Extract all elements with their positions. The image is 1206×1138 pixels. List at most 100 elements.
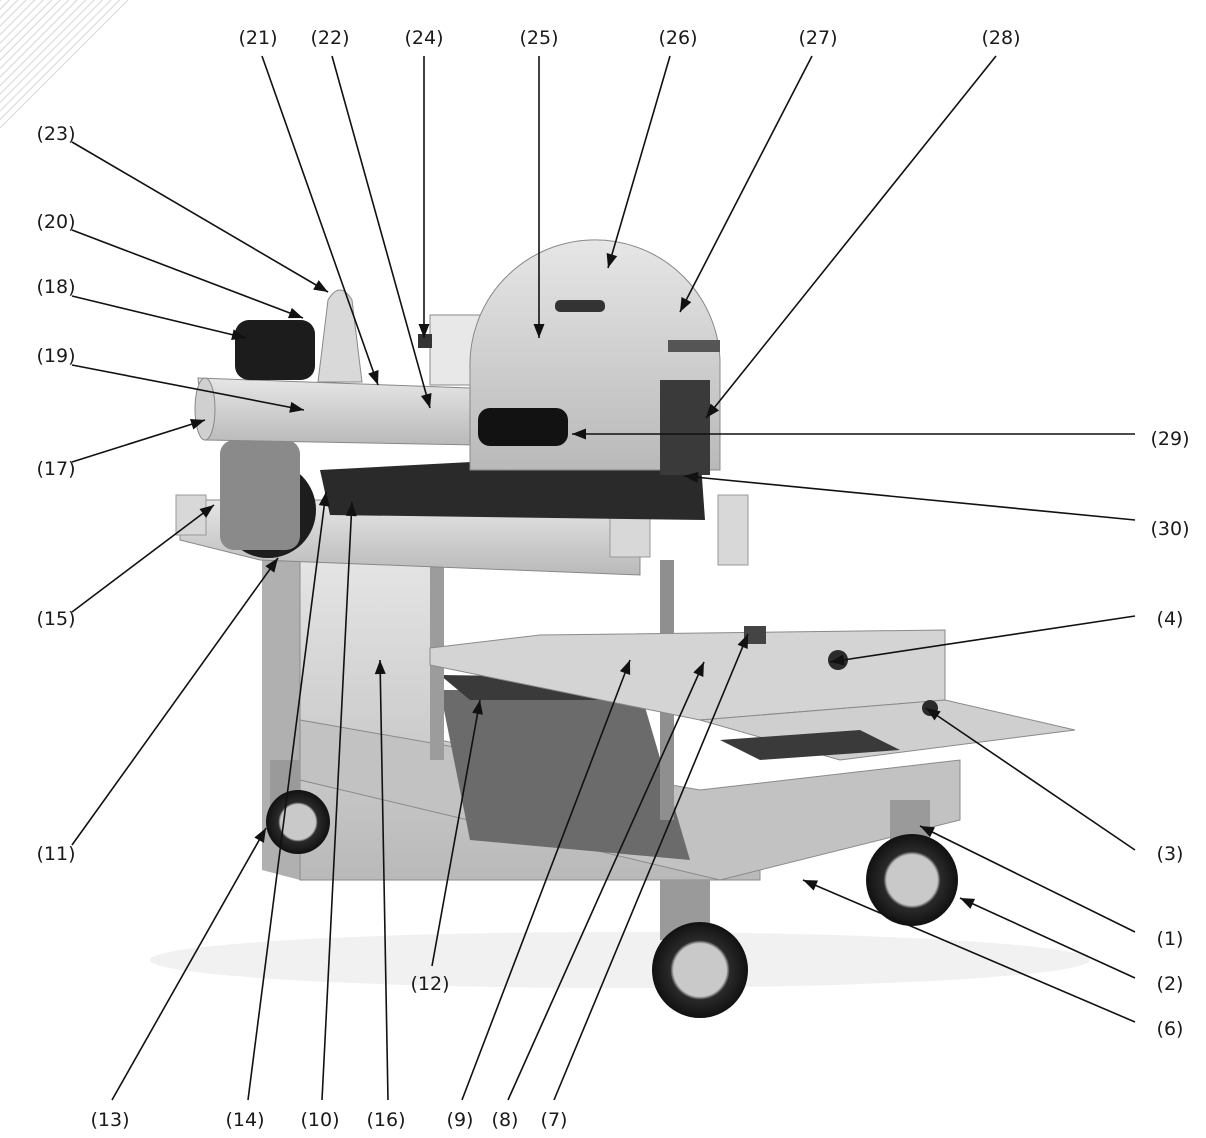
leader-line-16 xyxy=(379,659,389,1101)
leader-line-21 xyxy=(261,55,379,386)
spindle xyxy=(478,408,568,446)
leader-line-9 xyxy=(461,659,631,1101)
label-18: (18) xyxy=(36,276,75,298)
leader-line-4 xyxy=(829,615,1136,663)
label-21: (21) xyxy=(238,27,277,49)
arrowhead-24 xyxy=(418,324,430,338)
arrowhead-21 xyxy=(368,369,379,385)
blade-clamp xyxy=(660,380,710,475)
leader-line-18 xyxy=(71,295,247,339)
leader-line-19 xyxy=(71,364,305,411)
label-23: (23) xyxy=(36,123,75,145)
arrowhead-9 xyxy=(619,660,631,676)
leader-line-26 xyxy=(607,55,671,269)
arrowhead-7 xyxy=(737,634,748,650)
nozzle-bar xyxy=(668,340,720,352)
leader-line-6 xyxy=(802,879,1136,1023)
arrowhead-19 xyxy=(289,401,304,413)
arrowhead-17 xyxy=(189,418,205,430)
arrowhead-25 xyxy=(533,324,545,338)
label-12: (12) xyxy=(410,973,449,995)
label-25: (25) xyxy=(519,27,558,49)
lift-handle xyxy=(317,289,363,383)
front-caster-wheel xyxy=(652,922,748,1018)
label-24: (24) xyxy=(404,27,443,49)
arrowhead-3 xyxy=(926,708,941,721)
tile-saw-illustration xyxy=(150,239,1090,1018)
label-26: (26) xyxy=(658,27,697,49)
leader-line-10 xyxy=(321,501,353,1101)
label-14: (14) xyxy=(225,1109,264,1131)
arrowhead-1 xyxy=(920,826,935,838)
callout-leaders xyxy=(71,55,1136,1101)
label-28: (28) xyxy=(981,27,1020,49)
label-8: (8) xyxy=(492,1109,519,1131)
arrowhead-11 xyxy=(265,558,278,573)
arrowhead-16 xyxy=(374,660,386,675)
label-19: (19) xyxy=(36,345,75,367)
leader-line-15 xyxy=(71,504,215,613)
arrowhead-30 xyxy=(684,471,699,483)
arrowhead-15 xyxy=(199,505,214,518)
leader-line-3 xyxy=(925,707,1136,851)
arrowhead-6 xyxy=(803,880,819,891)
arrowhead-4 xyxy=(830,654,845,666)
label-22: (22) xyxy=(310,27,349,49)
leader-line-1 xyxy=(919,825,1136,933)
label-10: (10) xyxy=(300,1109,339,1131)
leader-line-30 xyxy=(683,475,1136,521)
label-9: (9) xyxy=(447,1109,474,1131)
arrowhead-28 xyxy=(706,403,720,418)
label-2: (2) xyxy=(1157,973,1184,995)
arrowhead-26 xyxy=(606,253,618,268)
leader-line-23 xyxy=(71,141,329,293)
label-4: (4) xyxy=(1157,608,1184,630)
label-15: (15) xyxy=(36,608,75,630)
label-17: (17) xyxy=(36,458,75,480)
leader-line-12 xyxy=(431,699,481,967)
leader-line-17 xyxy=(71,419,206,463)
extension-slot xyxy=(720,730,900,760)
arrowhead-13 xyxy=(254,828,266,843)
arrowhead-8 xyxy=(693,662,704,678)
arrowhead-14 xyxy=(318,492,330,507)
label-6: (6) xyxy=(1157,1018,1184,1040)
leader-line-20 xyxy=(71,229,304,319)
right-caster-wheel xyxy=(866,834,958,926)
leader-line-27 xyxy=(679,55,813,313)
arrowhead-23 xyxy=(313,280,328,292)
leader-line-11 xyxy=(71,557,279,846)
arrowhead-2 xyxy=(960,898,976,909)
leader-line-2 xyxy=(959,897,1136,979)
switch xyxy=(418,334,432,348)
lower-tray xyxy=(440,690,690,860)
left-caster-wheel xyxy=(266,790,330,854)
leader-line-22 xyxy=(331,55,431,409)
arm-boom xyxy=(197,377,479,446)
arrowhead-20 xyxy=(287,307,303,319)
label-7: (7) xyxy=(541,1109,568,1131)
motor xyxy=(235,320,315,380)
label-11: (11) xyxy=(36,843,75,865)
leader-line-8 xyxy=(507,661,705,1101)
rail-post-far xyxy=(717,494,749,566)
label-1: (1) xyxy=(1157,928,1184,950)
callout-labels: (1) (2) (3) (4) (6) (7) (8) (9) (10) (11… xyxy=(36,27,1189,1131)
leader-line-7 xyxy=(553,633,749,1101)
table-stop xyxy=(744,626,766,644)
arrowhead-22 xyxy=(420,393,432,408)
leader-line-13 xyxy=(111,827,267,1101)
arrowhead-27 xyxy=(680,297,692,312)
arm-end-cap xyxy=(194,377,216,441)
label-13: (13) xyxy=(90,1109,129,1131)
label-29: (29) xyxy=(1150,428,1189,450)
corner-hatch xyxy=(0,0,130,135)
arrowhead-12 xyxy=(472,700,483,715)
label-3: (3) xyxy=(1157,843,1184,865)
gear-housing xyxy=(220,440,300,550)
arrowhead-10 xyxy=(345,502,357,517)
label-27: (27) xyxy=(798,27,837,49)
label-20: (20) xyxy=(36,211,75,233)
arrowhead-29 xyxy=(572,428,586,440)
